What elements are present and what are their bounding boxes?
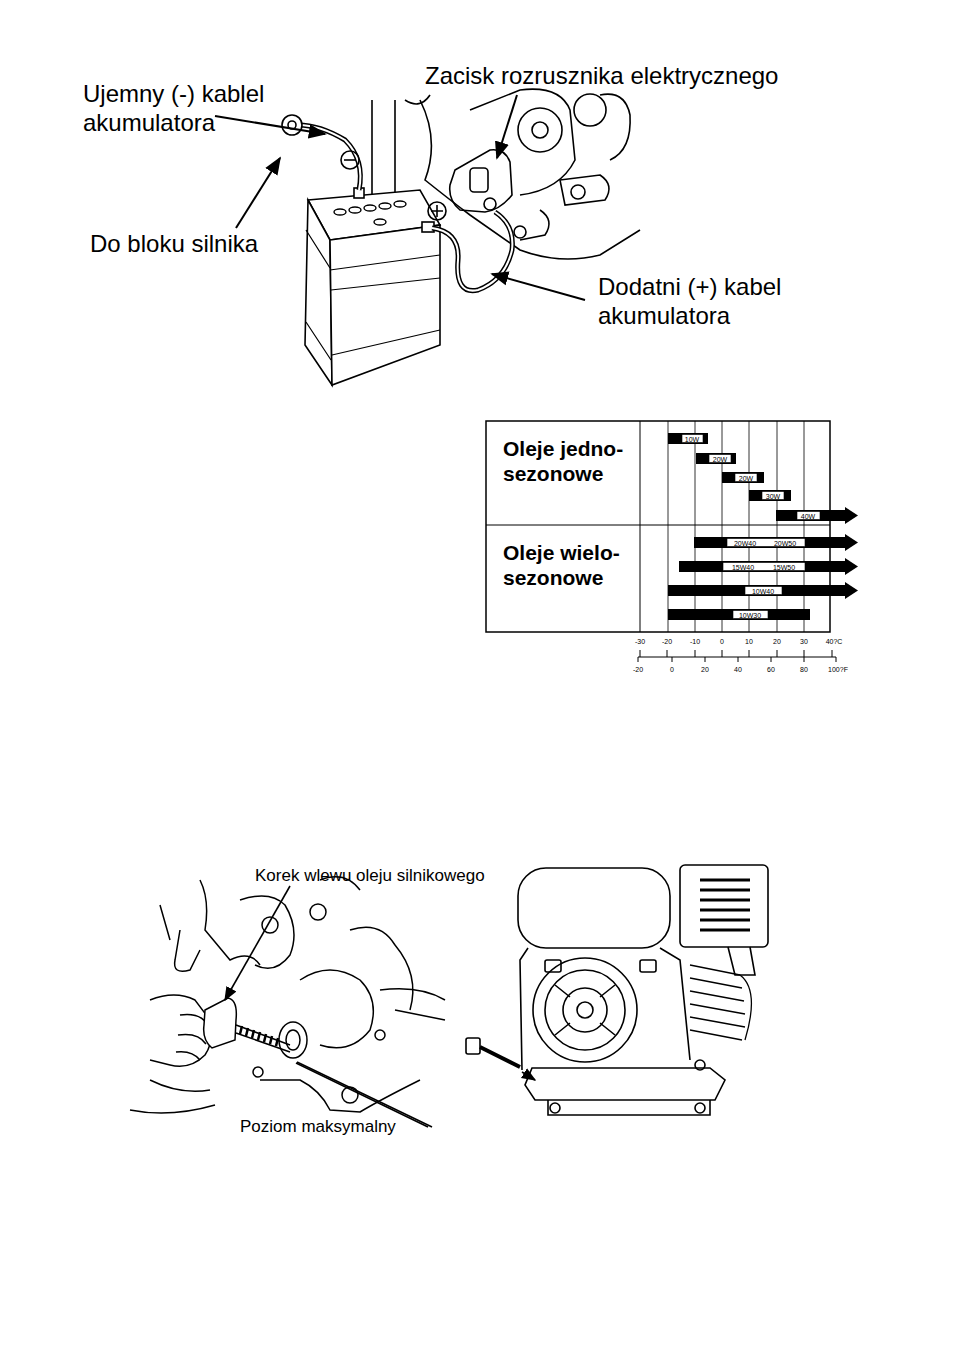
part-label: Poziom maksymalny [240,1117,396,1137]
cable-label: Dodatni (+) kabel akumulatora [598,273,813,331]
oil-grade: 15W40 [732,563,754,570]
oil-grade: 20W [739,474,753,481]
oil-grade: 20W50 [774,539,796,546]
axis-tick-fahrenheit: 40 [734,666,742,673]
oil-grade: 10W40 [752,587,774,594]
oil-grade: 40W [801,512,815,519]
axis-tick-fahrenheit: 0 [670,666,674,673]
part-label: Korek wlewu oleju silnikowego [255,866,485,886]
axis-tick-celsius: -30 [635,638,645,645]
oil-grade: 10W [685,435,699,442]
axis-tick-fahrenheit: 60 [767,666,775,673]
axis-tick-fahrenheit: -20 [633,666,643,673]
oil-grade: 30W [766,492,780,499]
part-label: Do bloku silnika [90,230,258,259]
axis-tick-celsius: 40?C [826,638,843,645]
dipstick-illustration [130,877,445,1113]
oil-grade: 15W50 [773,563,795,570]
oil-grade: 10W30 [739,611,761,618]
oil-grade: 20W [713,455,727,462]
battery-illustration [282,89,640,385]
oil-chart [486,421,858,662]
axis-tick-fahrenheit: 80 [800,666,808,673]
axis-tick-fahrenheit: 20 [701,666,709,673]
table-row-header: Oleje wielo- sezonowe [503,540,628,590]
cable-label: Ujemny (-) kablel akumulatora [83,80,303,138]
table-row-header: Oleje jedno- sezonowe [503,436,628,486]
leader-arrows [215,95,585,300]
part-label: Zacisk rozrusznika elektrycznego [425,62,778,91]
axis-tick-celsius: 30 [800,638,808,645]
oil-grade: 20W40 [734,539,756,546]
leader-lines [225,886,535,1127]
axis-tick-fahrenheit: 100?F [828,666,848,673]
axis-tick-celsius: 10 [745,638,753,645]
axis-tick-celsius: -10 [690,638,700,645]
axis-tick-celsius: -20 [662,638,672,645]
axis-tick-celsius: 20 [773,638,781,645]
engine-illustration [466,865,768,1115]
axis-tick-celsius: 0 [720,638,724,645]
